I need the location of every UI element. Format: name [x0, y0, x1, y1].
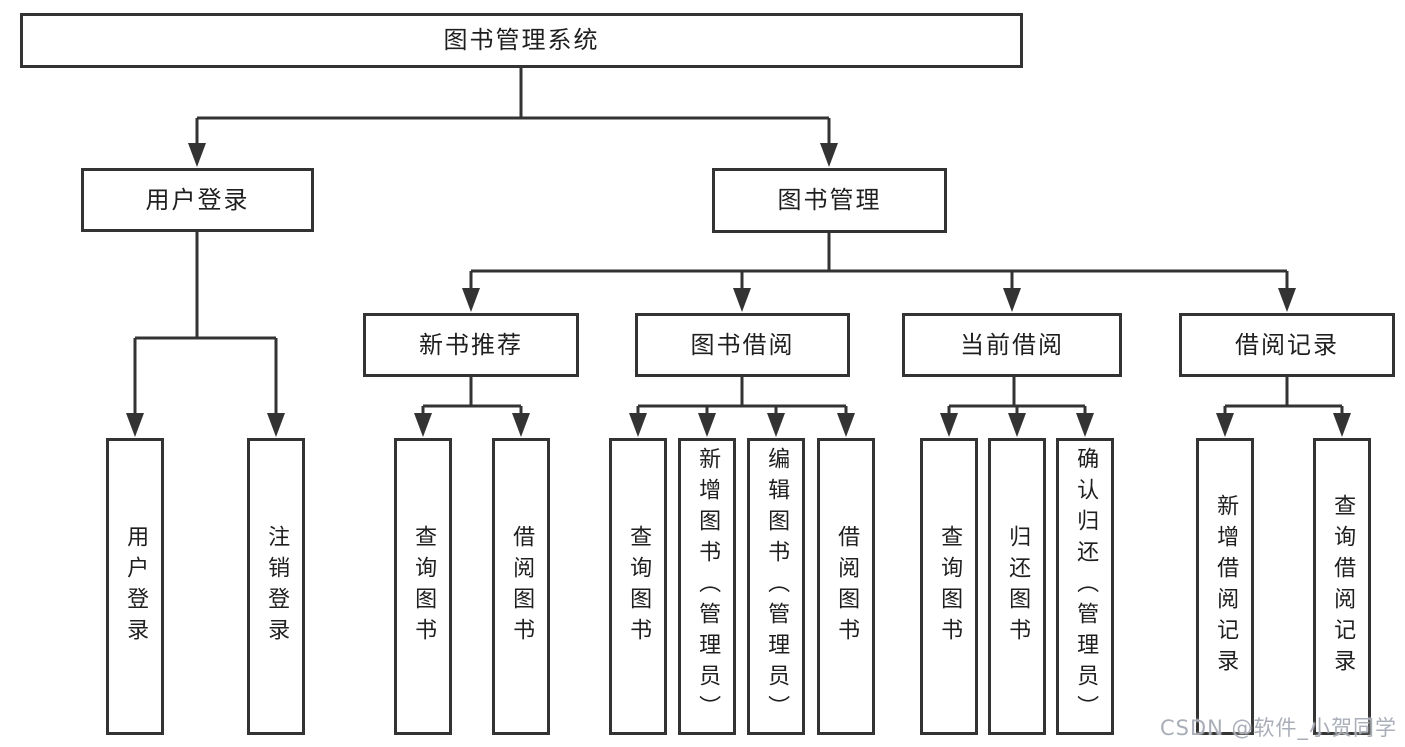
- leaf-query-books-borrowing: 查询图书: [609, 438, 667, 735]
- leaf-borrow-books-borrowing: 借阅图书: [817, 438, 875, 735]
- node-user-login: 用户登录: [81, 168, 314, 232]
- node-current-borrowing: 当前借阅: [902, 313, 1122, 377]
- arrowheads: [126, 143, 1351, 437]
- node-library-management-system: 图书管理系统: [20, 13, 1023, 68]
- node-book-borrowing: 图书借阅: [635, 313, 850, 377]
- leaf-add-borrowing-record: 新增借阅记录: [1196, 438, 1254, 735]
- leaf-user-login: 用户登录: [106, 438, 164, 735]
- leaf-query-books-recommend: 查询图书: [394, 438, 452, 735]
- watermark: CSDN @软件_小贺同学: [1160, 716, 1398, 740]
- leaf-borrow-books-recommend: 借阅图书: [492, 438, 550, 735]
- node-book-management: 图书管理: [712, 168, 947, 233]
- leaf-confirm-return-admin: 确认归还（管理员）: [1056, 438, 1114, 735]
- leaf-logout: 注销登录: [247, 438, 305, 735]
- leaf-query-borrowing-record: 查询借阅记录: [1313, 438, 1371, 735]
- leaf-return-books: 归还图书: [988, 438, 1046, 735]
- leaf-edit-book-admin: 编辑图书（管理员）: [747, 438, 805, 735]
- node-new-book-recommendation: 新书推荐: [363, 313, 579, 377]
- leaf-add-book-admin: 新增图书（管理员）: [678, 438, 736, 735]
- leaf-query-books-current: 查询图书: [920, 438, 978, 735]
- node-borrowing-records: 借阅记录: [1179, 313, 1395, 377]
